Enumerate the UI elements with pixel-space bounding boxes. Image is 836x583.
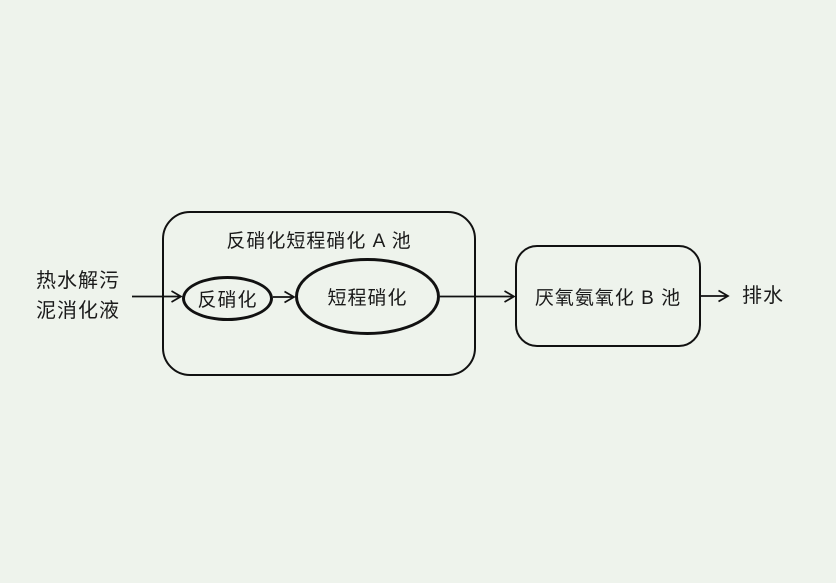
denitrification-label: 反硝化 — [197, 290, 258, 311]
tank-b-label: 厌氧氨氧化 B 池 — [534, 287, 682, 309]
arrow-tank-b-to-effluent — [701, 289, 730, 303]
denitrification-ellipse: 反硝化 — [182, 276, 273, 321]
influent-label-line2: 泥消化液 — [36, 300, 120, 322]
tank-b-box: 厌氧氨氧化 B 池 — [515, 245, 701, 347]
partial-nitrification-ellipse: 短程硝化 — [295, 258, 440, 335]
influent-label: 热水解污 泥消化液 — [36, 266, 120, 326]
influent-label-line1: 热水解污 — [36, 270, 120, 292]
tank-a-title: 反硝化短程硝化 A 池 — [226, 231, 412, 252]
effluent-label: 排水 — [742, 285, 784, 307]
partial-nitrification-label: 短程硝化 — [327, 288, 408, 309]
